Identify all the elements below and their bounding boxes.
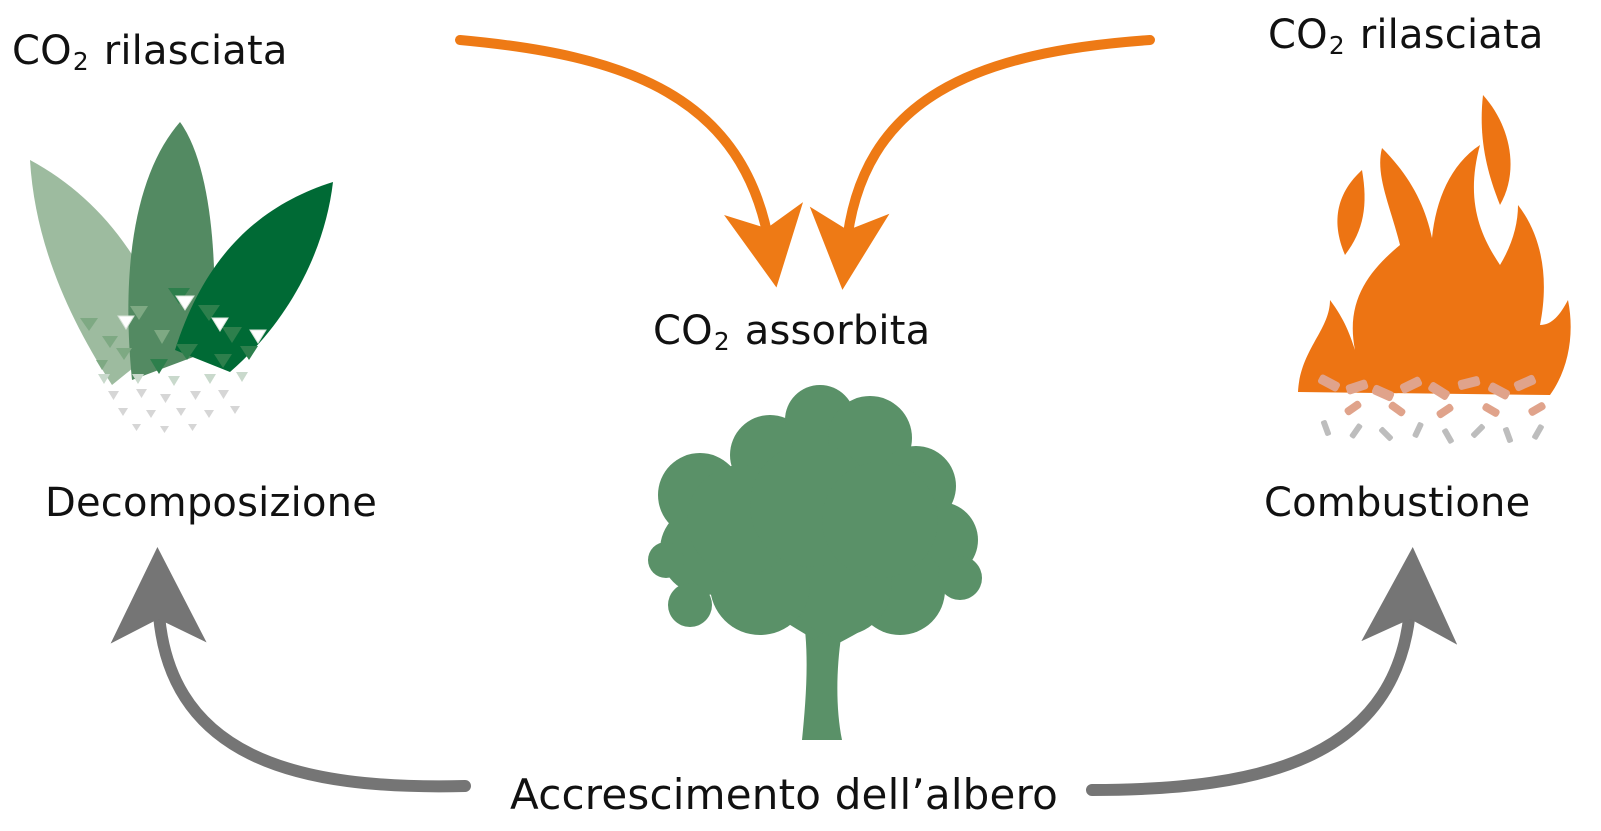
co2-released-label-right: CO2 rilasciata [1268,12,1544,58]
tree-growth-label: Accrescimento dell’albero [510,770,1059,819]
co2-suffix: assorbita [731,308,931,354]
co2-prefix: CO [653,308,713,354]
leaves-decomposing-icon [30,122,333,433]
co2-prefix: CO [12,28,72,74]
co2-suffix: rilasciata [1346,12,1544,58]
combustion-label: Combustione [1264,480,1531,526]
decomposition-label: Decomposizione [45,480,377,526]
co2-prefix: CO [1268,12,1328,58]
gray-arrow-left [110,547,471,793]
fire-icon [1298,95,1571,444]
co2-subscript: 2 [1328,31,1345,61]
tree-icon [648,385,982,740]
orange-arrow-right [809,35,1155,290]
orange-arrow-left [455,35,803,288]
co2-suffix: rilasciata [90,28,288,74]
gray-arrow-right [1086,547,1458,796]
co2-subscript: 2 [713,327,730,357]
co2-released-label-left: CO2 rilasciata [12,28,288,74]
co2-absorbed-label: CO2 assorbita [653,308,930,354]
co2-subscript: 2 [72,47,89,77]
